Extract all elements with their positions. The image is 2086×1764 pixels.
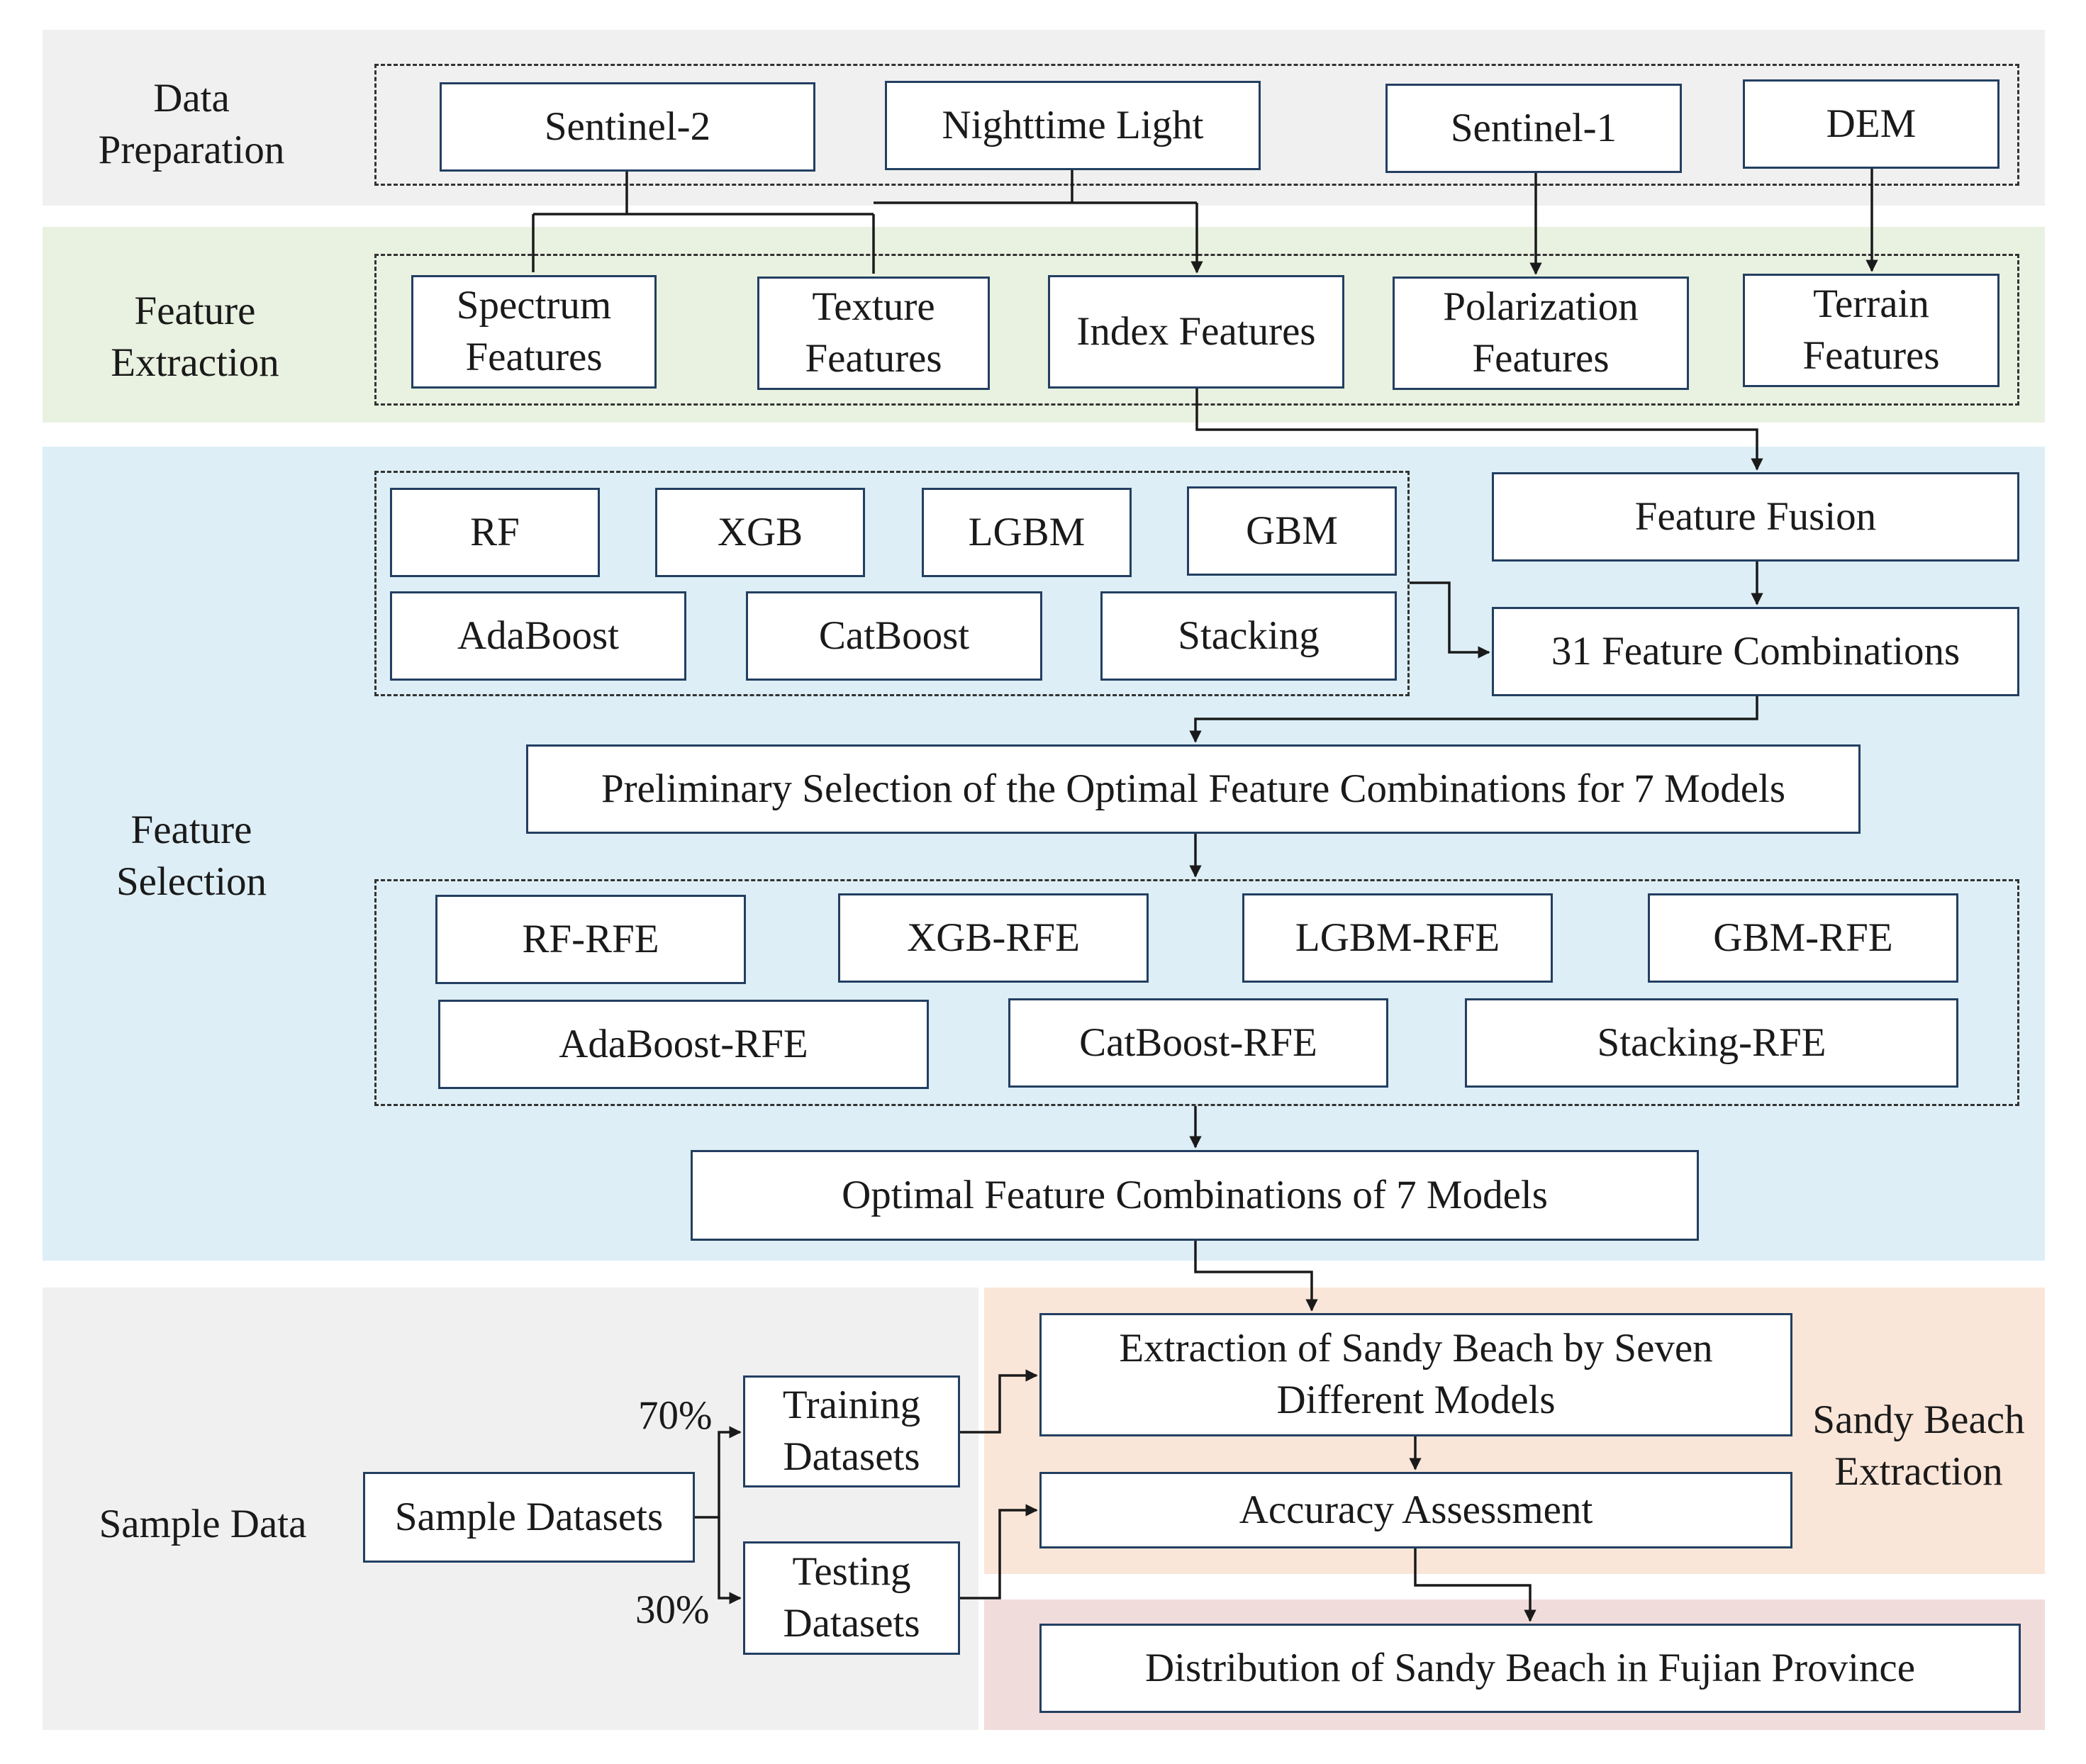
gbm-box: GBM xyxy=(1187,486,1397,576)
catboost-rfe-box: CatBoost-RFE xyxy=(1008,998,1388,1088)
index-to-fusion-wire xyxy=(1195,389,1763,471)
feature-fusion-box: Feature Fusion xyxy=(1492,472,2019,562)
combinations-to-preliminary-wire xyxy=(1189,696,1758,743)
lgbm-rfe-box: LGBM-RFE xyxy=(1242,893,1553,983)
data-sources-group xyxy=(374,64,2019,186)
accuracy-assessment-box: Accuracy Assessment xyxy=(1039,1472,1792,1548)
testing-to-accuracy-wire xyxy=(960,1504,1038,1600)
catboost-box: CatBoost xyxy=(746,591,1042,681)
testing-percentage: 30% xyxy=(635,1587,710,1632)
dem-box: DEM xyxy=(1743,79,1999,169)
texture-features-box: Texture Features xyxy=(757,277,990,390)
adaboost-box: AdaBoost xyxy=(390,591,686,681)
stacking-box: Stacking xyxy=(1100,591,1397,681)
data-preparation-label: Data Preparation xyxy=(98,76,285,172)
feature-extraction-label: Feature Extraction xyxy=(111,289,279,385)
preliminary-selection-box: Preliminary Selection of the Optimal Fea… xyxy=(526,744,1861,834)
spectrum-features-box: Spectrum Features xyxy=(411,275,657,389)
nighttime-light-box: Nighttime Light xyxy=(885,81,1261,170)
optimal-combinations-box: Optimal Feature Combinations of 7 Models xyxy=(691,1150,1699,1241)
index-features-box: Index Features xyxy=(1048,275,1344,389)
feature-combinations-box: 31 Feature Combinations xyxy=(1492,607,2019,696)
rf-box: RF xyxy=(390,488,600,577)
rf-rfe-box: RF-RFE xyxy=(435,895,746,984)
sentinel-1-box: Sentinel-1 xyxy=(1385,84,1682,173)
sentinel-2-box: Sentinel-2 xyxy=(440,82,815,172)
adaboost-rfe-box: AdaBoost-RFE xyxy=(438,1000,929,1089)
training-percentage: 70% xyxy=(638,1393,713,1438)
gbm-rfe-box: GBM-RFE xyxy=(1648,893,1958,983)
feature-selection-label: Feature Selection xyxy=(116,808,267,904)
accuracy-to-distribution-wire xyxy=(1414,1548,1536,1622)
training-to-extraction-wire xyxy=(960,1369,1038,1434)
models-to-combinations-wire xyxy=(1410,581,1490,659)
sandy-beach-extraction-label: Sandy Beach Extraction xyxy=(1812,1397,2025,1494)
polarization-features-box: Polarization Features xyxy=(1393,277,1689,390)
rfe-models-group xyxy=(374,879,2019,1106)
sample-datasets-box: Sample Datasets xyxy=(363,1472,695,1563)
sources-to-features-wire xyxy=(532,170,1197,274)
xgb-box: XGB xyxy=(655,488,865,577)
testing-datasets-box: Testing Datasets xyxy=(743,1541,960,1655)
models-group xyxy=(374,471,1410,696)
samples-to-testing-wire xyxy=(718,1517,742,1604)
sample-data-label: Sample Data xyxy=(99,1501,307,1546)
samples-to-training-wire xyxy=(695,1426,742,1519)
seven-models-extraction-box: Extraction of Sandy Beach by Seven Diffe… xyxy=(1039,1313,1792,1436)
xgb-rfe-box: XGB-RFE xyxy=(838,893,1149,983)
optimal-to-extraction-wire xyxy=(1194,1241,1318,1312)
training-datasets-box: Training Datasets xyxy=(743,1375,960,1487)
lgbm-box: LGBM xyxy=(922,488,1132,577)
stacking-rfe-box: Stacking-RFE xyxy=(1465,998,1958,1088)
terrain-features-box: Terrain Features xyxy=(1743,274,1999,387)
distribution-box: Distribution of Sandy Beach in Fujian Pr… xyxy=(1039,1624,2021,1713)
